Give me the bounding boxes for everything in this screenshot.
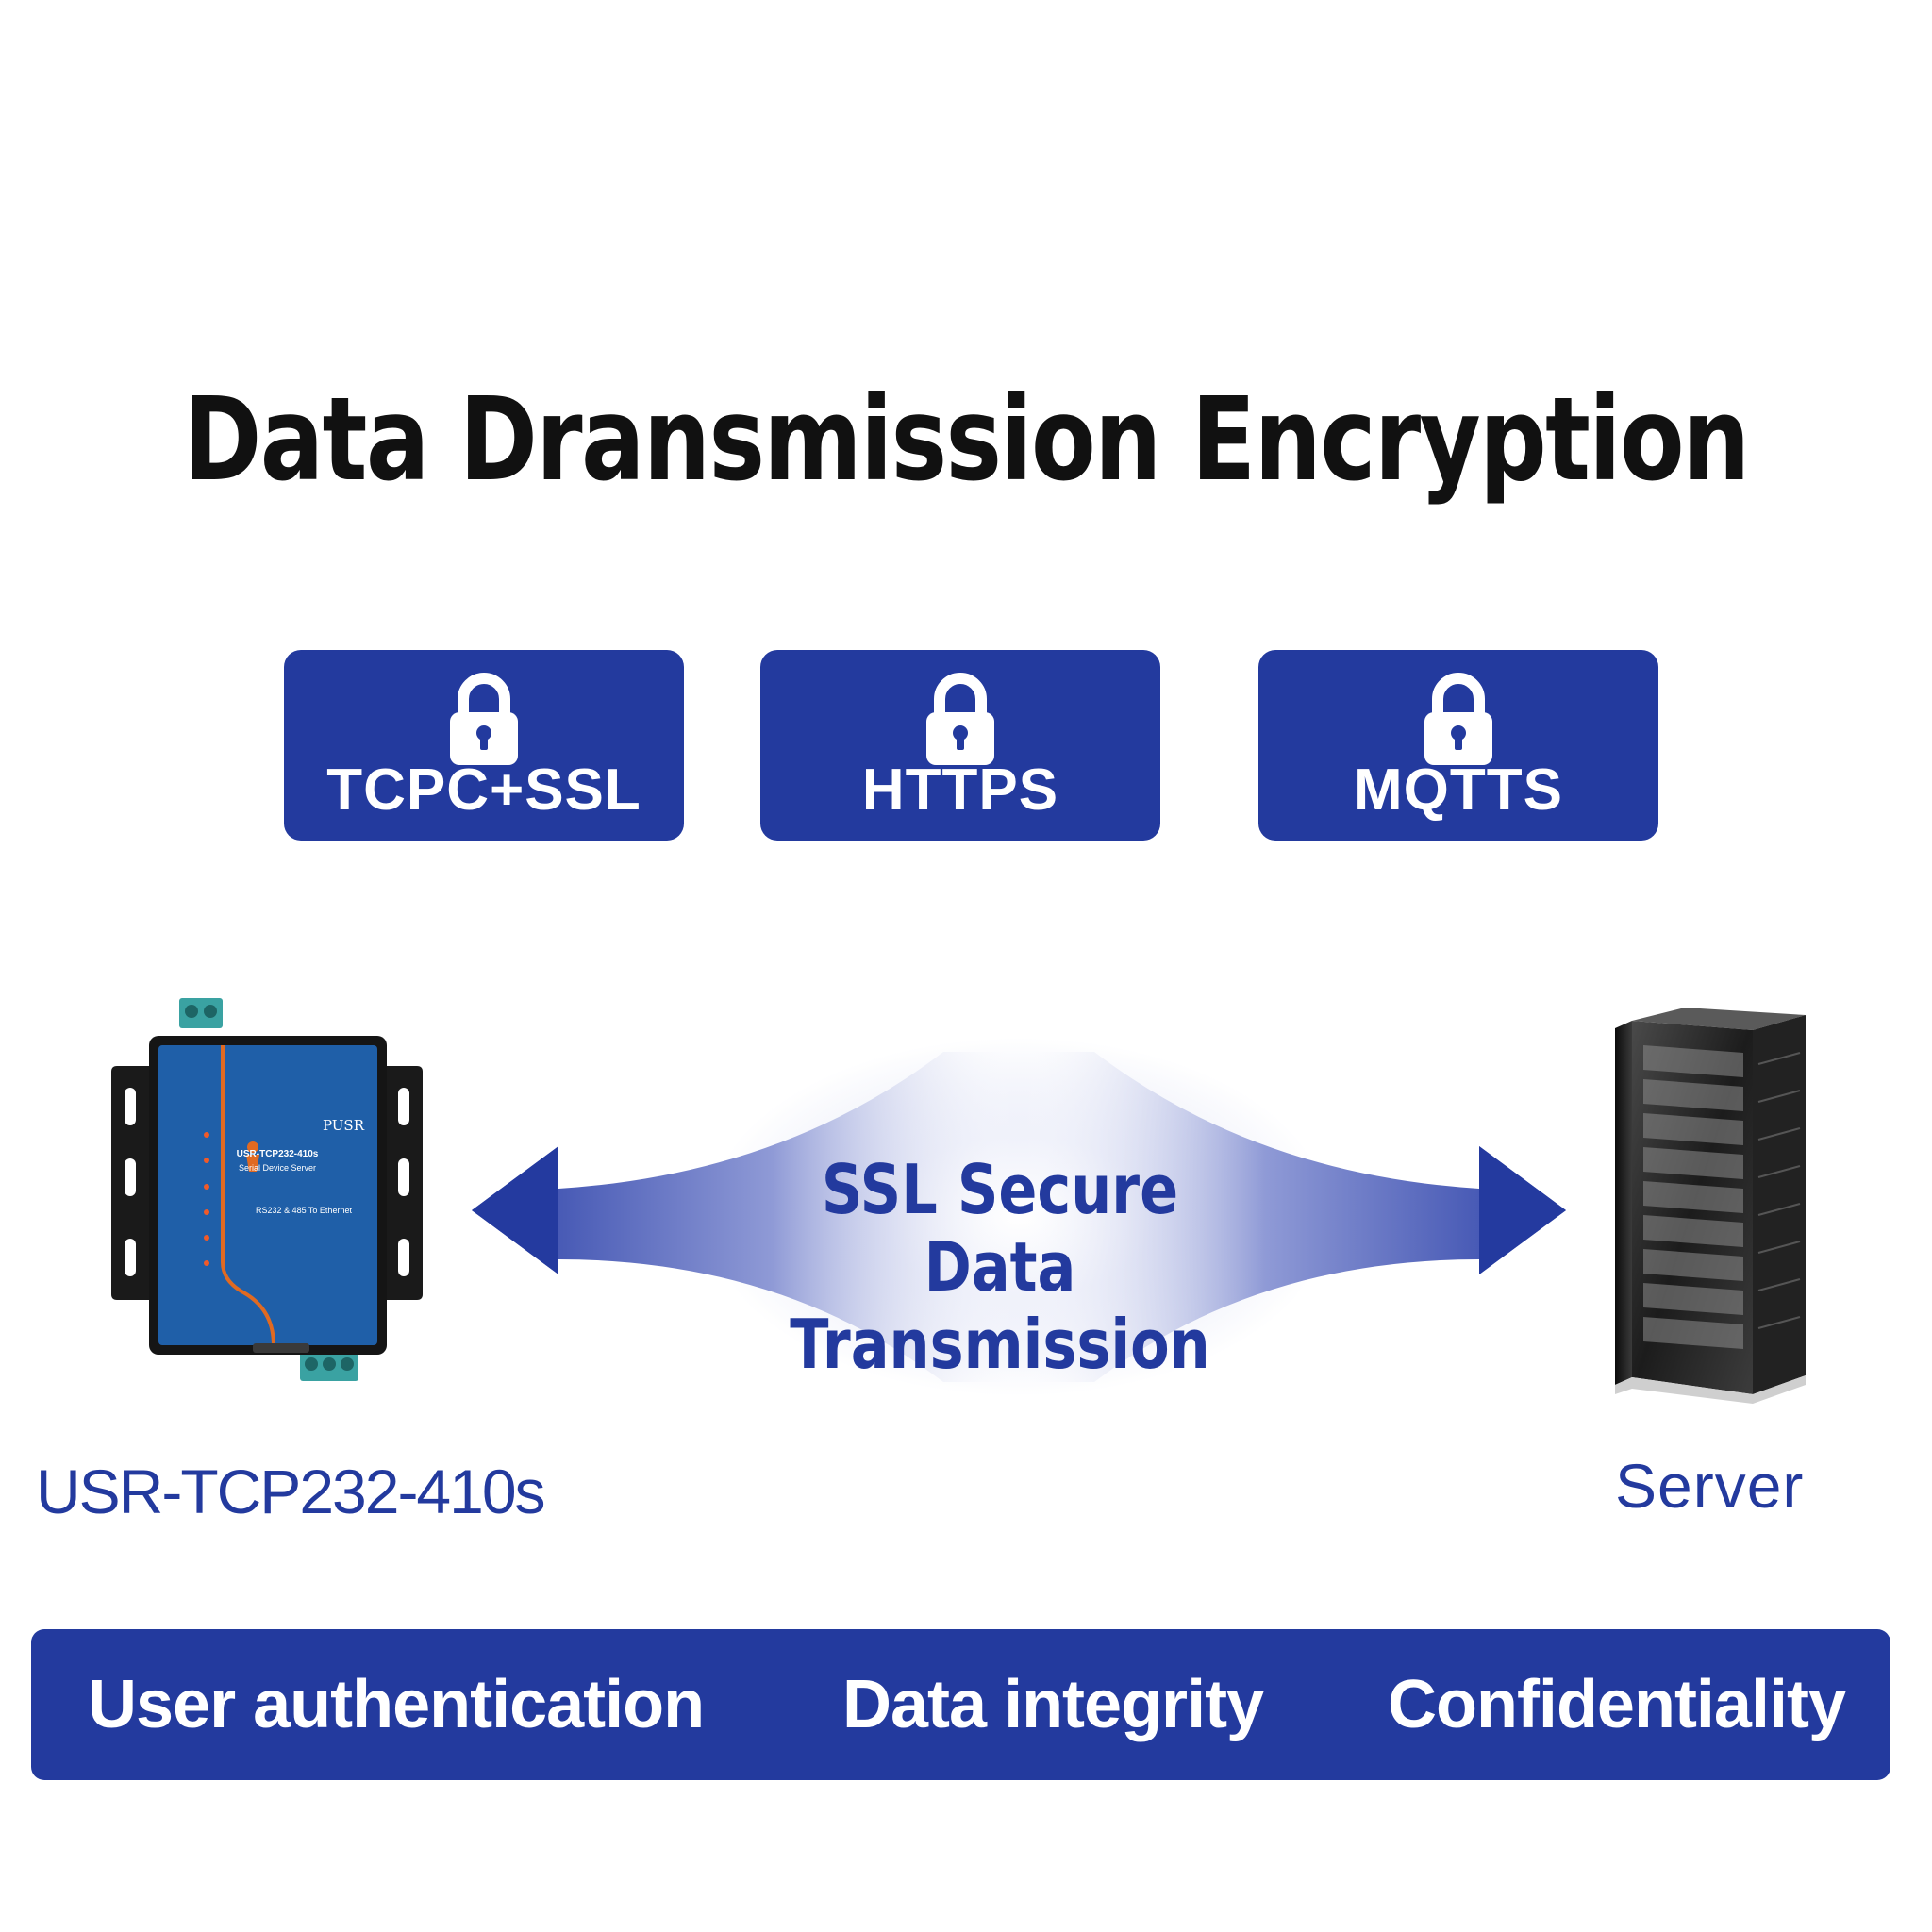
protocol-label: HTTPS [861, 758, 1059, 823]
server-rack-illustration [1615, 1008, 1806, 1404]
serial-device-server-illustration: PUSR USR-TCP232-410s Serial Device Serve… [111, 998, 423, 1381]
device-brand: PUSR [323, 1117, 365, 1134]
device-model: USR-TCP232-410s [237, 1149, 319, 1159]
protocol-box-tcpc-ssl: TCPC+SSL [284, 650, 684, 841]
device-subtitle: Serial Device Server [239, 1163, 316, 1173]
server-caption: Server [1615, 1451, 1805, 1521]
lock-icon [450, 673, 518, 765]
lock-icon [1424, 673, 1492, 765]
transmission-arrow [472, 1038, 1566, 1396]
feature-confidentiality: Confidentiality [1388, 1667, 1846, 1742]
transmission-label: SSL Secure Data Transmission [762, 1151, 1238, 1383]
device-desc: RS232 & 485 To Ethernet [256, 1206, 352, 1215]
protocol-box-https: HTTPS [760, 650, 1160, 841]
device-caption: USR-TCP232-410s [36, 1457, 546, 1526]
transmission-line-2: Transmission [790, 1305, 1210, 1384]
page-title: Data Dransmission Encryption [183, 373, 1750, 507]
lock-icon [926, 673, 994, 765]
feature-bar: User authentication Data integrity Confi… [31, 1629, 1890, 1780]
transmission-line-1: SSL Secure Data [821, 1150, 1179, 1307]
protocol-label: TCPC+SSL [326, 758, 641, 823]
feature-user-authentication: User authentication [88, 1667, 705, 1742]
feature-data-integrity: Data integrity [842, 1667, 1264, 1742]
arrow-left [472, 1052, 1019, 1382]
protocol-label: MQTTS [1354, 758, 1563, 823]
protocol-box-mqtts: MQTTS [1258, 650, 1658, 841]
arrow-right [1019, 1052, 1566, 1382]
